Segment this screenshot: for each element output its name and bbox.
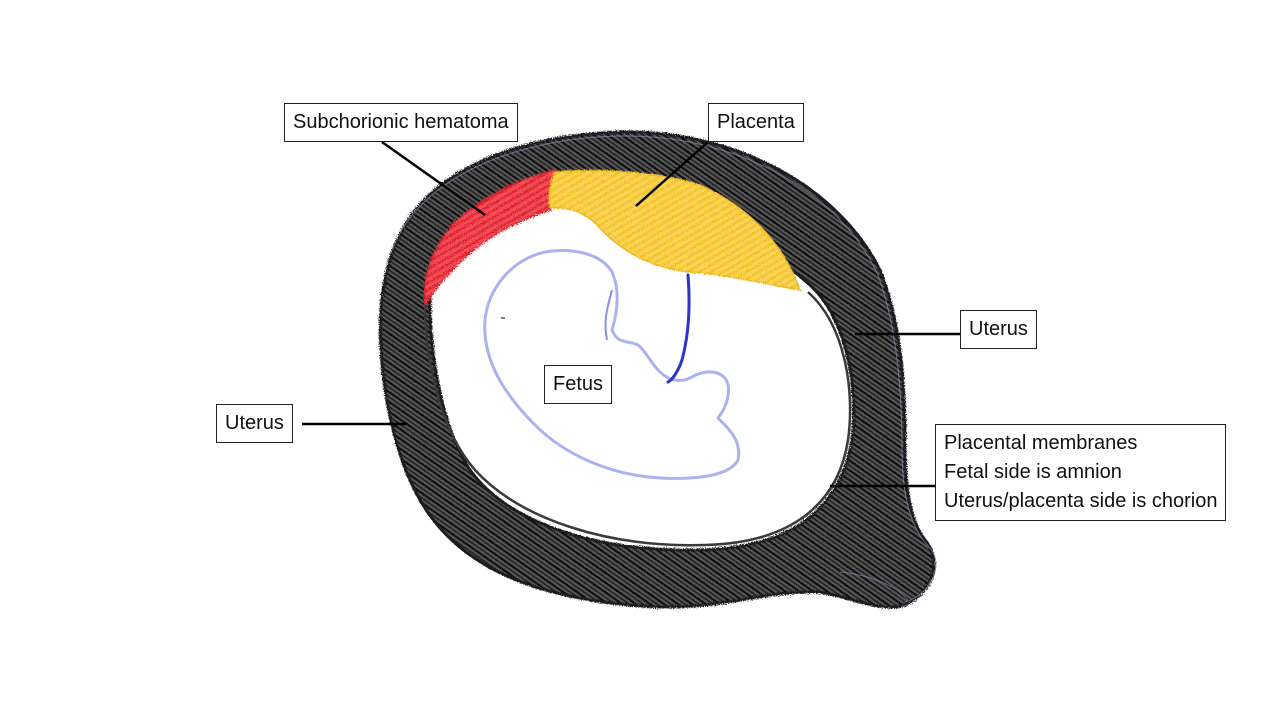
membranes-line-1: Placental membranes [944,432,1138,454]
label-subchorionic-hematoma: Subchorionic hematoma [284,103,518,142]
label-placenta: Placenta [708,103,804,142]
leader-line-placenta [635,141,709,207]
label-uterus-left: Uterus [216,404,293,443]
leader-line-hematoma [381,140,486,217]
fetus-limb-stroke [604,289,613,341]
placental-membrane-outline [423,291,852,547]
label-text: Uterus [969,318,1028,340]
label-text: Subchorionic hematoma [293,111,509,133]
label-placental-membranes: Placental membranes Fetal side is amnion… [935,424,1227,521]
label-fetus: Fetus [544,365,613,404]
fetus-outline [483,249,741,480]
label-text: Placenta [717,111,795,133]
label-uterus-right: Uterus [960,310,1037,349]
outer-contour-line [391,135,937,603]
placenta-region [548,169,802,291]
lower-cervix-contour [839,571,909,601]
membranes-line-2: Fetal side is amnion [944,461,1122,483]
umbilical-cord [666,273,691,384]
membranes-line-3: Uterus/placenta side is chorion [944,490,1218,512]
label-text: Fetus [553,373,604,395]
label-text: Uterus [225,412,284,434]
